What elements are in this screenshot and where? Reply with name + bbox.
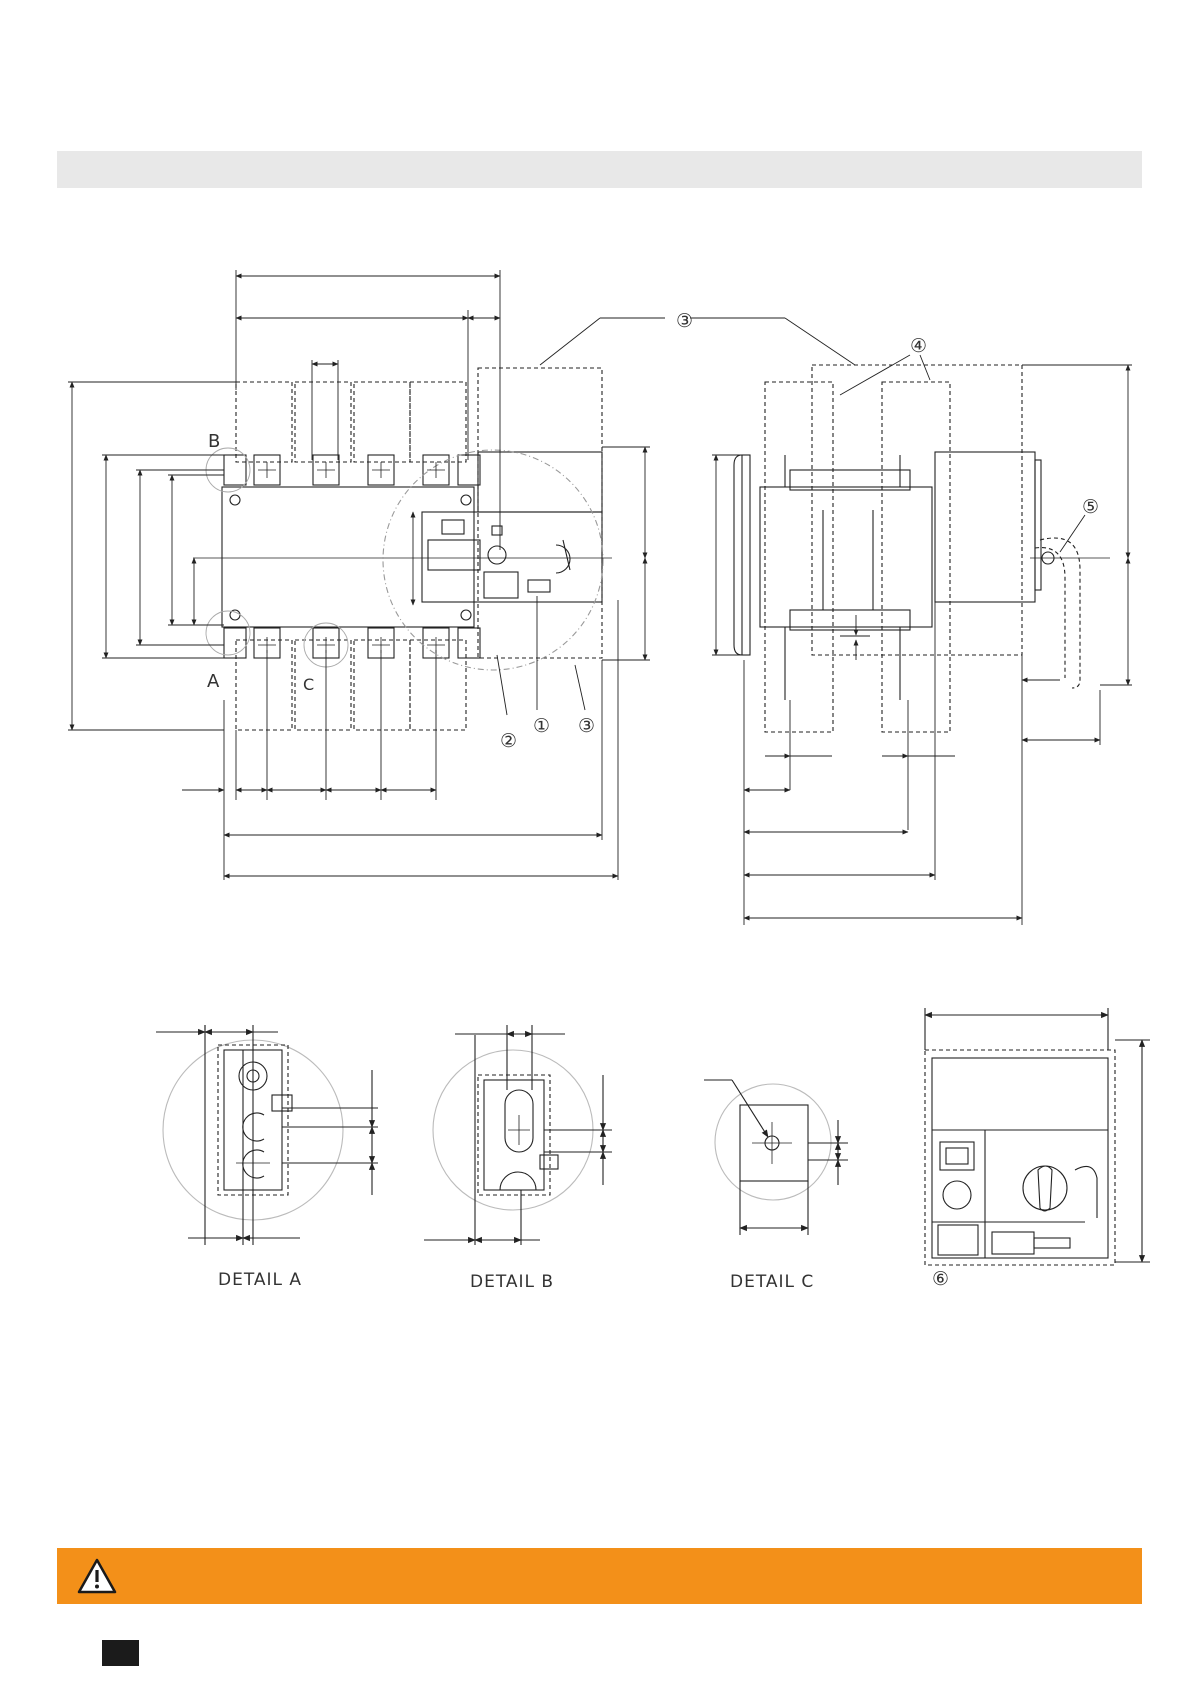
- label-c: C: [303, 675, 314, 694]
- warning-triangle-icon: [77, 1558, 117, 1594]
- detail-a-drawing: [156, 1025, 378, 1245]
- page-marker: [102, 1640, 139, 1666]
- terminal-covers: [236, 368, 602, 730]
- front-view: [193, 368, 612, 730]
- callout-5: ⑤: [1082, 496, 1099, 518]
- panel-6-drawing: [925, 1008, 1150, 1265]
- callout-4: ④: [910, 335, 927, 357]
- warning-bar: [57, 1548, 1142, 1604]
- label-a: A: [207, 671, 220, 692]
- callout-6: ⑥: [932, 1268, 949, 1290]
- callout-3-top-left: ③: [676, 310, 693, 332]
- callout-3-bottom: ③: [578, 715, 595, 737]
- label-b: B: [208, 431, 220, 452]
- callout-2: ②: [500, 730, 517, 752]
- switch-body: [222, 487, 474, 627]
- drawing-labels: B A C ③ ④ ⑤ ② ① ③ ⑥ DETAIL A DETAIL B DE…: [207, 310, 1099, 1292]
- control-panel: [422, 512, 602, 602]
- detail-c-drawing: [704, 1080, 848, 1235]
- side-body: [760, 487, 932, 627]
- front-dimensions: [68, 270, 665, 880]
- bottom-terminals: [224, 628, 480, 658]
- detail-b-drawing: [424, 1025, 612, 1245]
- detail-c-label: DETAIL C: [730, 1272, 814, 1292]
- side-dimensions: [690, 318, 1132, 925]
- side-view: [734, 365, 1110, 732]
- motor-block: [478, 452, 602, 512]
- detail-a-label: DETAIL A: [218, 1270, 302, 1290]
- callout-1: ①: [533, 715, 550, 737]
- detail-b-label: DETAIL B: [470, 1272, 554, 1292]
